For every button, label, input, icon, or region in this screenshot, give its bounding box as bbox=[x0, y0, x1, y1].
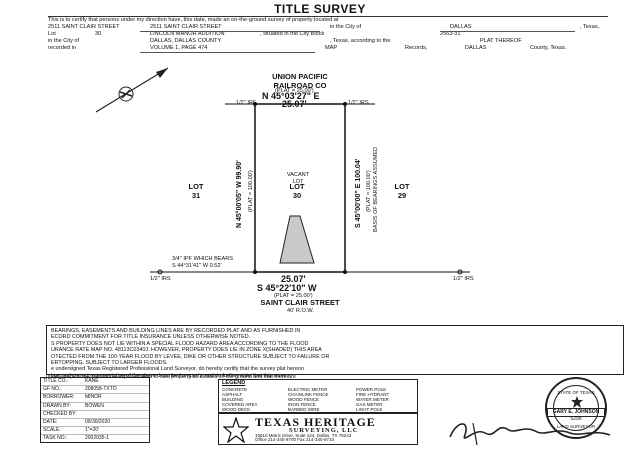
info-row: DATE:09/30/2020 bbox=[41, 419, 149, 428]
city-value: DALLAS bbox=[450, 24, 472, 30]
lot-31-label: LOT 31 bbox=[188, 182, 204, 200]
seal-top: STATE OF TEXAS bbox=[557, 390, 595, 395]
legend-item: BUILDING bbox=[222, 397, 244, 402]
legend-title: LEGEND bbox=[222, 380, 246, 386]
corner-left-label: 1/2" IRS bbox=[150, 276, 171, 282]
note-line: OTECTED FROM THE 100-YEAR FLOOD BY LEVEE… bbox=[51, 353, 330, 360]
city-label: in the City of bbox=[330, 24, 362, 30]
lot-30-label: LOT 30 bbox=[289, 182, 305, 200]
block-label: , situated in the City Block bbox=[260, 31, 325, 37]
plat-drawing bbox=[150, 102, 470, 275]
south-distance: 25.07' bbox=[281, 274, 306, 284]
lot-value: 30 bbox=[95, 31, 102, 37]
railroad-label: UNION PACIFIC RAILROAD CO bbox=[272, 72, 328, 90]
seal-name: GARY E. JOHNSON bbox=[547, 408, 605, 417]
north-bearing: N 45°03'27" E bbox=[262, 91, 320, 101]
legend-item: WATER METER bbox=[356, 397, 389, 402]
volume-value: VOLUME 1, PAGE 474 bbox=[150, 45, 208, 51]
note-line: URANCE RATE MAP NO. 48113C0340J. HOWEVER… bbox=[51, 347, 322, 354]
surveyor-signature bbox=[449, 422, 611, 446]
legend-item: LIGHT POLE bbox=[356, 407, 383, 412]
note-line: e undersigned Texas Registered Professio… bbox=[51, 366, 304, 373]
legend-item: GAS METER bbox=[356, 402, 383, 407]
west-plat: (PLAT = 100.00') bbox=[248, 170, 254, 212]
iron-rod-note: 3/4" IPF WHICH BEARS S 44°31'41" W 0.52' bbox=[172, 256, 234, 269]
map-text: MAP bbox=[325, 45, 338, 51]
company-name: TEXAS HERITAGE bbox=[255, 415, 376, 429]
county-value: DALLAS, DALLAS COUNTY bbox=[150, 38, 222, 44]
north-distance: 25.07' bbox=[282, 99, 307, 109]
lot-29-label: LOT 29 bbox=[394, 182, 410, 200]
legend-item: BARBED WIRE bbox=[288, 407, 320, 412]
info-row: DRAWN BY:BOWEN bbox=[41, 403, 149, 411]
certification-line-1: This is to certify that persons under my… bbox=[48, 17, 339, 23]
street-label: SAINT CLAIR STREET bbox=[260, 298, 340, 307]
info-row: BORROWER:MINOR bbox=[41, 394, 149, 403]
info-row: TASK NO.:2002035-1 bbox=[43, 435, 109, 442]
city-label-2: in the City of bbox=[48, 38, 80, 44]
corner-right-label: 1/2" IRS bbox=[453, 276, 474, 282]
legend-item: ASPHALT bbox=[222, 392, 243, 397]
legend-box: LEGEND CONCRETE ASPHALT BUILDING COVERED… bbox=[218, 379, 418, 413]
surveyor-seal: STATE OF TEXAS GARY E. JOHNSON 5299 LAND… bbox=[545, 377, 607, 439]
info-row: SCALE:1"=20' bbox=[41, 427, 149, 436]
legend-item: IRON FENCE bbox=[288, 402, 316, 407]
legend-item: CONCRETE bbox=[222, 387, 248, 392]
block-value: 2563-31 bbox=[440, 31, 461, 37]
state-text: , Texas, bbox=[580, 24, 600, 30]
legend-item: COVERED AREA bbox=[222, 402, 258, 407]
seal-star-icon bbox=[571, 396, 583, 408]
address-text: 2511 SAINT CLAIR STREET bbox=[150, 24, 222, 30]
texas-star-icon bbox=[223, 417, 249, 443]
note-line: S PROPERTY DOES NOT LIE WITHIN A SPECIAL… bbox=[51, 340, 309, 347]
company-block: TEXAS HERITAGE SURVEYING, LLC 10610 Metr… bbox=[218, 413, 418, 445]
legend-item: POWER POLE bbox=[356, 387, 387, 392]
note-line: BEARINGS, EASEMENTS AND BUILDING LINES A… bbox=[51, 328, 301, 334]
north-arrow-icon bbox=[95, 67, 169, 113]
job-info-box: TITLE CO.:KANE GF NO.:208058-TXTO BORROW… bbox=[40, 377, 150, 443]
west-bearing: N 45°00'05" W 99.90' bbox=[236, 160, 243, 228]
legend-item: WOOD FENCE bbox=[288, 397, 319, 402]
notes-continued: urately depicts the substantial improvem… bbox=[46, 374, 296, 380]
south-plat: (PLAT = 25.00') bbox=[274, 293, 313, 299]
basis-of-bearings: BASIS OF BEARINGS ASSUMED bbox=[373, 146, 379, 232]
according-text: , Texas, according to the bbox=[330, 38, 391, 44]
county-name: DALLAS bbox=[465, 45, 487, 51]
company-sub: SURVEYING, LLC bbox=[289, 427, 359, 434]
seal-bottom: LAND SURVEYOR bbox=[556, 424, 596, 429]
lot-label: Lot bbox=[48, 31, 56, 37]
legend-item: FIRE HYDRANT bbox=[356, 392, 390, 397]
page-title: TITLE SURVEY bbox=[274, 2, 366, 16]
east-bearing: S 45°00'00" E 100.04' bbox=[355, 158, 362, 228]
info-row: GF NO.:208058-TXTO bbox=[41, 386, 149, 395]
seal-number: 5299 bbox=[570, 416, 582, 422]
vacant-lot-label: VACANT LOT bbox=[286, 172, 310, 185]
notes-box: BEARINGS, EASEMENTS AND BUILDING LINES A… bbox=[46, 325, 624, 379]
info-row: CHECKED BY: bbox=[41, 411, 149, 420]
corner-tl-label: 1/2" IRF bbox=[236, 100, 257, 106]
south-bearing: S 45°22'10" W bbox=[257, 283, 317, 293]
recorded-label: recorded in bbox=[48, 45, 76, 51]
legend-item: WOOD DECK bbox=[222, 407, 251, 412]
company-contact: Office 214-340-9700 Fax 214-340-9710 bbox=[255, 437, 334, 442]
addition-value: LINCOLN MANOR ADDITION bbox=[150, 31, 225, 37]
plat-value: PLAT THEREOF bbox=[480, 38, 522, 44]
corner-tr-label: 1/2" IRS bbox=[348, 100, 369, 106]
company-address: 10610 Metric Drive, Suite 124, Dallas, T… bbox=[255, 433, 352, 438]
legend-item: CHAINLINK FENCE bbox=[288, 392, 329, 397]
railroad-plat: (PLAT = 25.00') bbox=[275, 88, 314, 94]
county-texas: County, Texas. bbox=[530, 45, 567, 51]
legend-item: ELECTRIC METER bbox=[288, 387, 328, 392]
east-plat: (PLAT = 100.00') bbox=[366, 170, 372, 212]
note-line: true and correct representation of the a… bbox=[51, 372, 290, 379]
records-text: Records, bbox=[405, 45, 428, 51]
note-line: ERTOPPING. SUBJECT TO LARGER FLOODS. bbox=[51, 360, 168, 367]
info-row: TITLE CO.:KANE bbox=[41, 378, 149, 387]
note-line: ECORD COMMITMENT FOR TITLE INSURANCE UNL… bbox=[51, 334, 251, 341]
row-label: 40' R.O.W. bbox=[287, 308, 314, 314]
